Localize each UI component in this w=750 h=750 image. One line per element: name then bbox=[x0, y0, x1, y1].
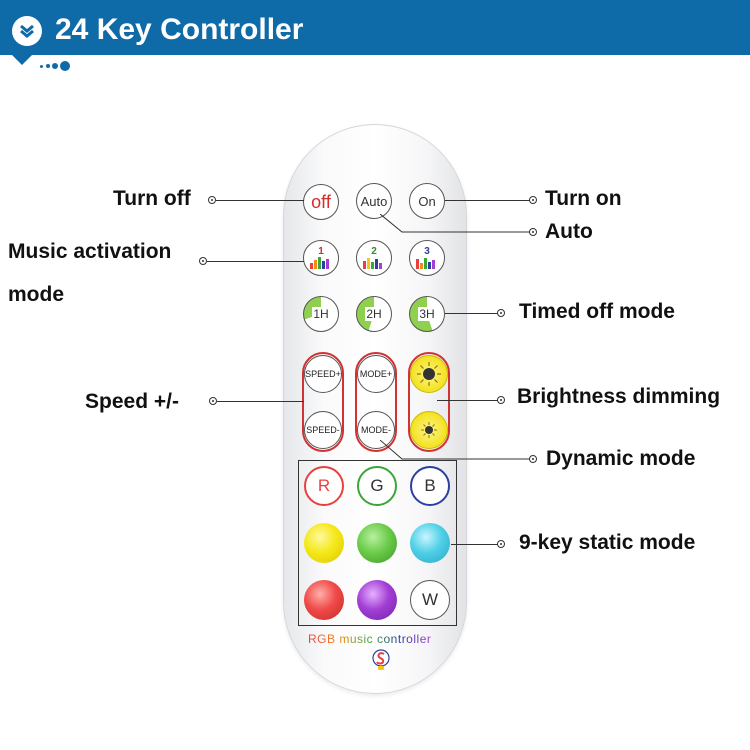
auto-button[interactable]: Auto bbox=[356, 183, 392, 219]
pointer-line bbox=[216, 200, 304, 201]
page-title: 24 Key Controller bbox=[55, 13, 304, 46]
mode-up-button[interactable]: MODE+ bbox=[357, 355, 395, 393]
pointer-line bbox=[437, 400, 499, 401]
pointer-dot bbox=[209, 397, 217, 405]
music-mode-1-button[interactable]: 1 bbox=[303, 240, 339, 276]
chevron-down-icon bbox=[12, 16, 42, 46]
pointer-line bbox=[445, 313, 499, 314]
pointer-dot bbox=[529, 228, 537, 236]
pointer-line bbox=[207, 261, 304, 262]
label-static: 9-key static mode bbox=[519, 531, 696, 554]
label-dynamic: Dynamic mode bbox=[546, 447, 696, 470]
brand-text: RGB music controller bbox=[308, 632, 432, 646]
yellow-button[interactable] bbox=[304, 523, 344, 563]
pointer-dot bbox=[529, 196, 537, 204]
off-button[interactable]: off bbox=[303, 184, 339, 220]
blue-button[interactable]: B bbox=[410, 466, 450, 506]
pointer-line-dynamic bbox=[380, 440, 530, 460]
music-mode-3-button[interactable]: 3 bbox=[409, 240, 445, 276]
header-bar: 24 Key Controller bbox=[0, 0, 750, 55]
light-green-button[interactable] bbox=[357, 523, 397, 563]
label-turn-on: Turn on bbox=[545, 187, 622, 210]
sun-icon bbox=[417, 362, 441, 386]
pointer-dot bbox=[208, 196, 216, 204]
mode-pill bbox=[355, 352, 397, 452]
timer-3h-button[interactable]: 3H bbox=[409, 296, 445, 332]
coral-button[interactable] bbox=[304, 580, 344, 620]
green-button[interactable]: G bbox=[357, 466, 397, 506]
label-turn-off: Turn off bbox=[113, 187, 191, 210]
equalizer-icon bbox=[310, 257, 329, 269]
pointer-line bbox=[451, 544, 499, 545]
on-button[interactable]: On bbox=[409, 183, 445, 219]
static-color-panel bbox=[298, 460, 457, 626]
cyan-button[interactable] bbox=[410, 523, 450, 563]
mode-down-button[interactable]: MODE- bbox=[357, 411, 395, 449]
timer-2h-button[interactable]: 2H bbox=[356, 296, 392, 332]
pointer-line bbox=[217, 401, 304, 402]
label-timed-off: Timed off mode bbox=[519, 300, 675, 323]
label-speed: Speed +/- bbox=[85, 390, 179, 413]
speed-pill bbox=[302, 352, 344, 452]
timer-1h-button[interactable]: 1H bbox=[303, 296, 339, 332]
header-notch bbox=[12, 55, 32, 65]
speed-up-button[interactable]: SPEED+ bbox=[304, 355, 342, 393]
music-mode-2-button[interactable]: 2 bbox=[356, 240, 392, 276]
equalizer-icon bbox=[416, 258, 435, 269]
equalizer-icon bbox=[363, 258, 382, 269]
label-brightness: Brightness dimming bbox=[517, 385, 721, 408]
white-button[interactable]: W bbox=[410, 580, 450, 620]
pointer-dot bbox=[497, 540, 505, 548]
sun-small-icon bbox=[421, 422, 437, 438]
pointer-dot bbox=[199, 257, 207, 265]
pointer-dot bbox=[497, 309, 505, 317]
pointer-dot bbox=[529, 455, 537, 463]
purple-button[interactable] bbox=[357, 580, 397, 620]
label-music-mode: mode bbox=[8, 283, 65, 306]
logo-icon bbox=[372, 649, 390, 670]
brightness-pill bbox=[408, 352, 450, 452]
red-button[interactable]: R bbox=[304, 466, 344, 506]
label-music-activation: Music activation bbox=[8, 240, 172, 263]
pointer-line bbox=[445, 200, 530, 201]
brightness-up-button[interactable] bbox=[410, 355, 448, 393]
pointer-dot bbox=[497, 396, 505, 404]
brightness-down-button[interactable] bbox=[410, 411, 448, 449]
label-auto: Auto bbox=[545, 220, 593, 243]
speed-down-button[interactable]: SPEED- bbox=[304, 411, 342, 449]
pointer-line-auto bbox=[380, 214, 530, 233]
